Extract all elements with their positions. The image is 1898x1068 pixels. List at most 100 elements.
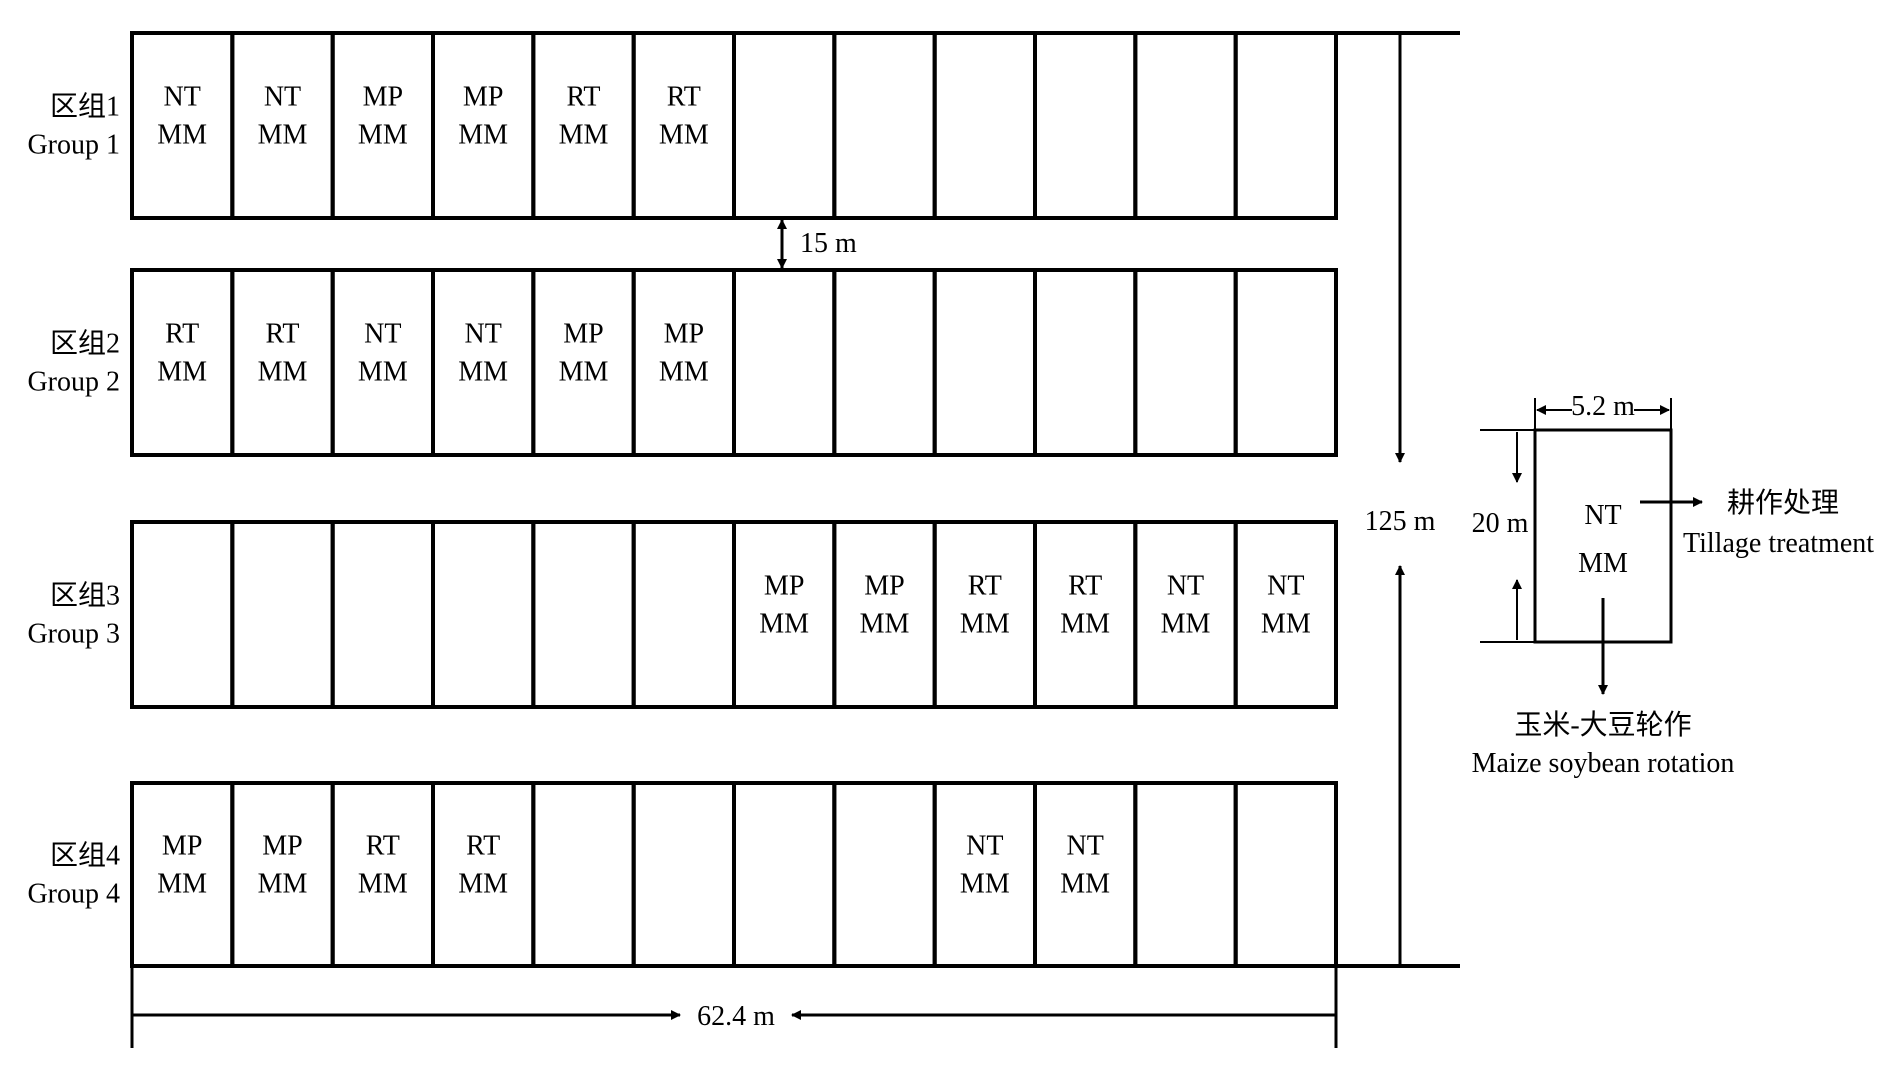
plot-cell [431, 520, 536, 709]
plot-tillage-label: MP [363, 82, 403, 113]
plot-rotation-label: MM [358, 357, 408, 388]
plot-cell [230, 520, 335, 709]
plot-rect [1233, 268, 1338, 457]
group-label-cn: 区组3 [50, 580, 120, 612]
plot-rotation-label: MM [258, 120, 308, 151]
plot-cell [732, 268, 837, 457]
plot-rect [631, 520, 737, 709]
plot-cell [531, 520, 636, 709]
plot-tillage-label: RT [366, 831, 400, 862]
plot-rect [832, 31, 937, 220]
plot-tillage-label: NT [164, 82, 201, 113]
plot-cell [832, 31, 937, 220]
plot-cell [1233, 268, 1338, 457]
plot-rect [130, 520, 235, 709]
tillage-label-en: Tillage treatment [1683, 528, 1874, 559]
plot-cell [330, 520, 435, 709]
plot-rect [330, 520, 435, 709]
plot-rotation-label: MM [258, 869, 308, 900]
plot-rotation-label: MM [659, 120, 709, 151]
group-label-cn: 区组2 [50, 328, 120, 360]
plot-cell [1133, 31, 1238, 220]
group-label-en: Group 1 [27, 130, 120, 161]
total-width-label: 62.4 m [697, 1001, 775, 1032]
plot-tillage-label: MP [664, 319, 704, 350]
group-label-cn: 区组1 [50, 91, 120, 123]
plot-cell [932, 31, 1038, 220]
plot-tillage-label: RT [667, 82, 701, 113]
legend-width-label: 5.2 m [1571, 391, 1635, 422]
plot-cell [1033, 268, 1138, 457]
plot-rotation-label: MM [559, 120, 609, 151]
plot-rect [832, 781, 937, 968]
plot-legend: 5.2 m 20 m NT MM 耕作处理 Tillage treatment … [1472, 391, 1875, 779]
plot-cell: NT MM [1133, 520, 1238, 709]
plot-rotation-label: MM [157, 869, 207, 900]
plot-tillage-label: NT [1167, 571, 1204, 602]
plot-rect [732, 268, 837, 457]
plot-rect [230, 520, 335, 709]
plot-rect [932, 268, 1038, 457]
plot-rect [832, 268, 937, 457]
plot-cell: RT MM [631, 31, 737, 220]
group-label-en: Group 4 [27, 879, 120, 910]
plot-cell: NT MM [230, 31, 335, 220]
plot-tillage-label: RT [968, 571, 1002, 602]
plot-tillage-label: MP [563, 319, 603, 350]
plot-cell [732, 781, 837, 968]
plot-rect [732, 781, 837, 968]
rotation-label-cn: 玉米-大豆轮作 [1514, 709, 1691, 741]
plot-tillage-label: RT [466, 831, 500, 862]
plot-tillage-label: RT [566, 82, 600, 113]
plot-cell: NT MM [1033, 781, 1138, 968]
total-length-dimension: 125 m [1365, 33, 1436, 966]
plot-cell [832, 268, 937, 457]
plot-tillage-label: NT [1067, 831, 1104, 862]
plot-rotation-label: MM [960, 869, 1010, 900]
plot-rotation-label: MM [458, 120, 508, 151]
plot-rotation-label: MM [1060, 609, 1110, 640]
plot-rect [1233, 31, 1338, 220]
plot-tillage-label: MP [463, 82, 503, 113]
plot-cell [1233, 31, 1338, 220]
plot-rotation-label: MM [358, 120, 408, 151]
plot-rotation-label: MM [759, 609, 809, 640]
group-label-en: Group 2 [27, 367, 120, 398]
plot-cell [1133, 268, 1238, 457]
plot-rect [531, 781, 636, 968]
plot-rotation-label: MM [1261, 609, 1311, 640]
plot-tillage-label: NT [966, 831, 1003, 862]
plot-cell [732, 31, 837, 220]
plot-rect [431, 520, 536, 709]
plot-rotation-label: MM [1060, 869, 1110, 900]
plot-rect [932, 31, 1038, 220]
group-label-cn: 区组4 [50, 840, 120, 872]
plot-tillage-label: MP [764, 571, 804, 602]
group-gap-dimension: 15 m [777, 219, 857, 269]
tillage-label-cn: 耕作处理 [1727, 487, 1839, 519]
plot-tillage-label: MP [864, 571, 904, 602]
plot-rotation-label: MM [1161, 609, 1211, 640]
plot-cell [130, 520, 235, 709]
plot-tillage-label: NT [264, 82, 301, 113]
plot-cell: MP MM [431, 31, 536, 220]
plot-rect [1133, 31, 1238, 220]
plot-tillage-label: RT [165, 319, 199, 350]
plot-cell: MP MM [732, 520, 837, 709]
plot-rotation-label: MM [258, 357, 308, 388]
plot-rect [732, 31, 837, 220]
plot-rect [1033, 31, 1138, 220]
